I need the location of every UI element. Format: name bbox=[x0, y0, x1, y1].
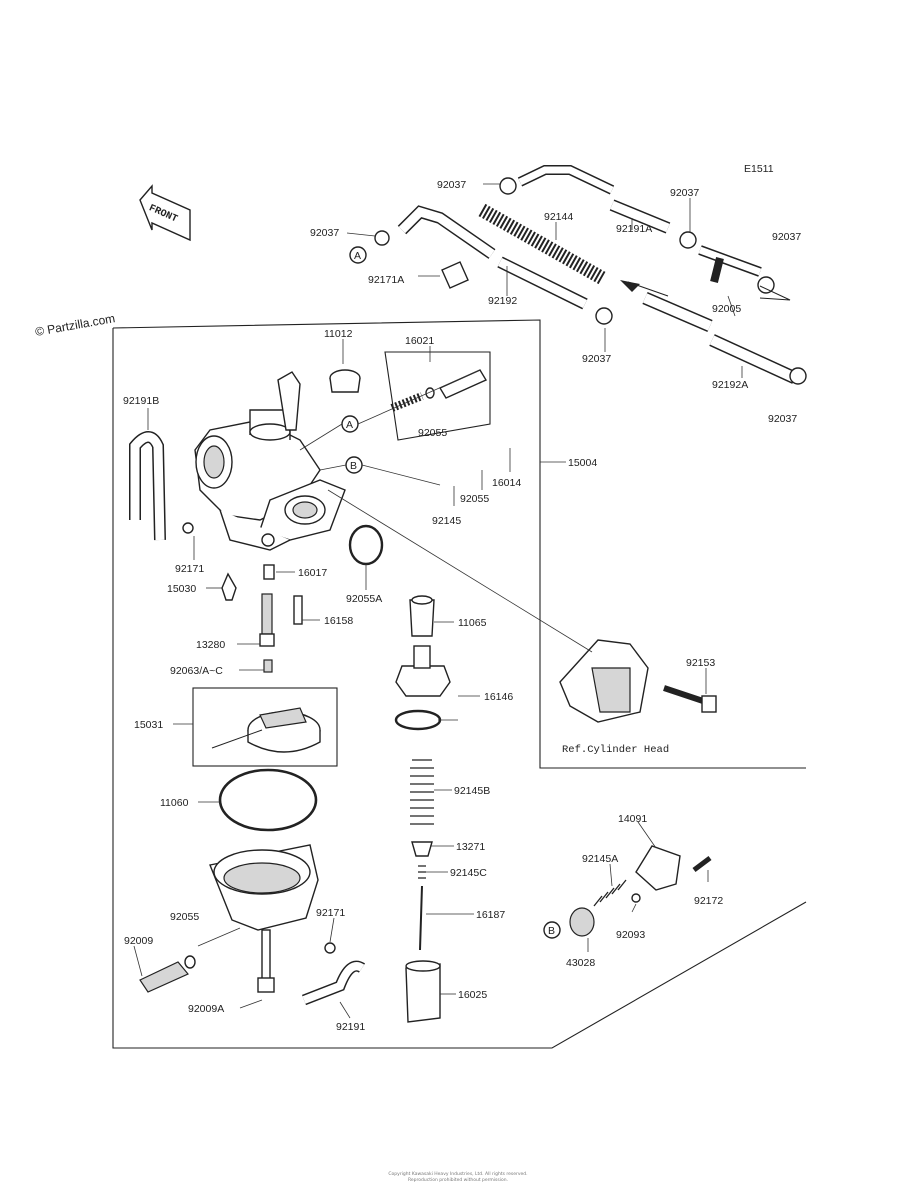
label-92055A: 92055A bbox=[346, 593, 382, 605]
label-11012: 11012 bbox=[324, 328, 353, 340]
label-92171b: 92171 bbox=[316, 907, 345, 919]
label-92144: 92144 bbox=[544, 211, 573, 223]
label-92192: 92192 bbox=[488, 295, 517, 307]
part-43028-shape bbox=[569, 907, 595, 937]
label-92005: 92005 bbox=[712, 303, 741, 315]
label-43028: 43028 bbox=[566, 957, 595, 969]
label-16146: 16146 bbox=[484, 691, 513, 703]
label-16187: 16187 bbox=[476, 909, 505, 921]
watermark: © Partzilla.com bbox=[34, 311, 116, 339]
part-15030-shape bbox=[221, 572, 237, 601]
part-92172-shape bbox=[692, 856, 712, 872]
label-92009: 92009 bbox=[124, 935, 153, 947]
part-labels: 92037 92037 92037 92037 92144 92191A 921… bbox=[123, 179, 801, 1033]
part-14091-shape bbox=[635, 845, 681, 891]
label-92191B: 92191B bbox=[123, 395, 159, 407]
label-92145: 92145 bbox=[432, 515, 461, 527]
front-arrow-icon: FRONT bbox=[139, 184, 191, 242]
part-16187-shape bbox=[419, 885, 423, 951]
main-frame-top bbox=[112, 319, 806, 769]
part-92145A-shape bbox=[593, 879, 627, 907]
label-92145C: 92145C bbox=[450, 867, 487, 879]
part-92145C-shape bbox=[418, 865, 426, 879]
label-92192A: 92192A bbox=[712, 379, 748, 391]
label-14091: 14091 bbox=[618, 813, 647, 825]
footer-line-2: Reproduction prohibited without permissi… bbox=[408, 1177, 508, 1183]
marker-a-label: A bbox=[346, 419, 353, 431]
ref-cylinder-head-note: Ref.Cylinder Head bbox=[562, 744, 669, 756]
marker-a-top bbox=[349, 246, 367, 264]
part-16158-shape bbox=[293, 595, 303, 625]
diagram-code: E1511 bbox=[744, 163, 774, 175]
label-92191A: 92191A bbox=[616, 223, 652, 235]
footer-line-1: Copyright Kawasaki Heavy Industries, Ltd… bbox=[388, 1171, 527, 1177]
part-13280-shape bbox=[261, 593, 273, 635]
part-92055A-shape bbox=[348, 524, 384, 566]
label-16158: 16158 bbox=[324, 615, 353, 627]
marker-b-label: B bbox=[350, 460, 357, 472]
main-frame-bottom bbox=[112, 328, 807, 1049]
label-92037-1: 92037 bbox=[437, 179, 466, 191]
label-16017: 16017 bbox=[298, 567, 327, 579]
label-13271: 13271 bbox=[456, 841, 485, 853]
label-92037-6: 92037 bbox=[768, 413, 797, 425]
float-bowl bbox=[209, 844, 319, 993]
marker-b-lower bbox=[543, 921, 561, 939]
part-15031-box bbox=[192, 687, 338, 767]
part-16017-shape bbox=[263, 564, 275, 580]
part-16146-shape bbox=[395, 665, 451, 697]
label-92171: 92171 bbox=[175, 563, 204, 575]
part-16025-shape bbox=[405, 963, 441, 1023]
label-92037-2: 92037 bbox=[670, 187, 699, 199]
part-92063-shape bbox=[263, 659, 273, 673]
part-92093-shape bbox=[631, 893, 641, 903]
part-13271-shape bbox=[411, 841, 433, 857]
label-92191: 92191 bbox=[336, 1021, 365, 1033]
fuel-hose-group bbox=[374, 165, 807, 385]
label-92171A: 92171A bbox=[368, 274, 404, 286]
carburetor-body bbox=[194, 371, 346, 551]
label-15031: 15031 bbox=[134, 719, 163, 731]
part-11060-shape bbox=[218, 768, 318, 832]
marker-a-top-label: A bbox=[354, 250, 361, 262]
part-92145B-shape bbox=[410, 759, 434, 825]
label-92037-3: 92037 bbox=[772, 231, 801, 243]
label-92172: 92172 bbox=[694, 895, 723, 907]
part-92153-shape bbox=[663, 685, 707, 705]
label-16021: 16021 bbox=[405, 335, 434, 347]
label-92153: 92153 bbox=[686, 657, 715, 669]
label-92037-5: 92037 bbox=[582, 353, 611, 365]
label-92037-4: 92037 bbox=[310, 227, 339, 239]
label-13280: 13280 bbox=[196, 639, 225, 651]
label-92055b: 92055 bbox=[460, 493, 489, 505]
part-11065-shape bbox=[409, 599, 435, 637]
marker-b-lower-label: B bbox=[548, 925, 555, 937]
label-92055c: 92055 bbox=[170, 911, 199, 923]
label-92145B: 92145B bbox=[454, 785, 490, 797]
label-92063: 92063/A~C bbox=[170, 665, 223, 677]
label-15030: 15030 bbox=[167, 583, 196, 595]
label-15004: 15004 bbox=[568, 457, 597, 469]
leader-lines bbox=[133, 183, 743, 1019]
label-92009A: 92009A bbox=[188, 1003, 224, 1015]
label-92145A: 92145A bbox=[582, 853, 618, 865]
label-16014: 16014 bbox=[492, 477, 521, 489]
label-92055: 92055 bbox=[418, 427, 447, 439]
label-16025: 16025 bbox=[458, 989, 487, 1001]
label-11065: 11065 bbox=[458, 617, 487, 629]
label-11060: 11060 bbox=[160, 797, 189, 809]
part-92009-shape bbox=[139, 961, 189, 993]
label-92093: 92093 bbox=[616, 929, 645, 941]
